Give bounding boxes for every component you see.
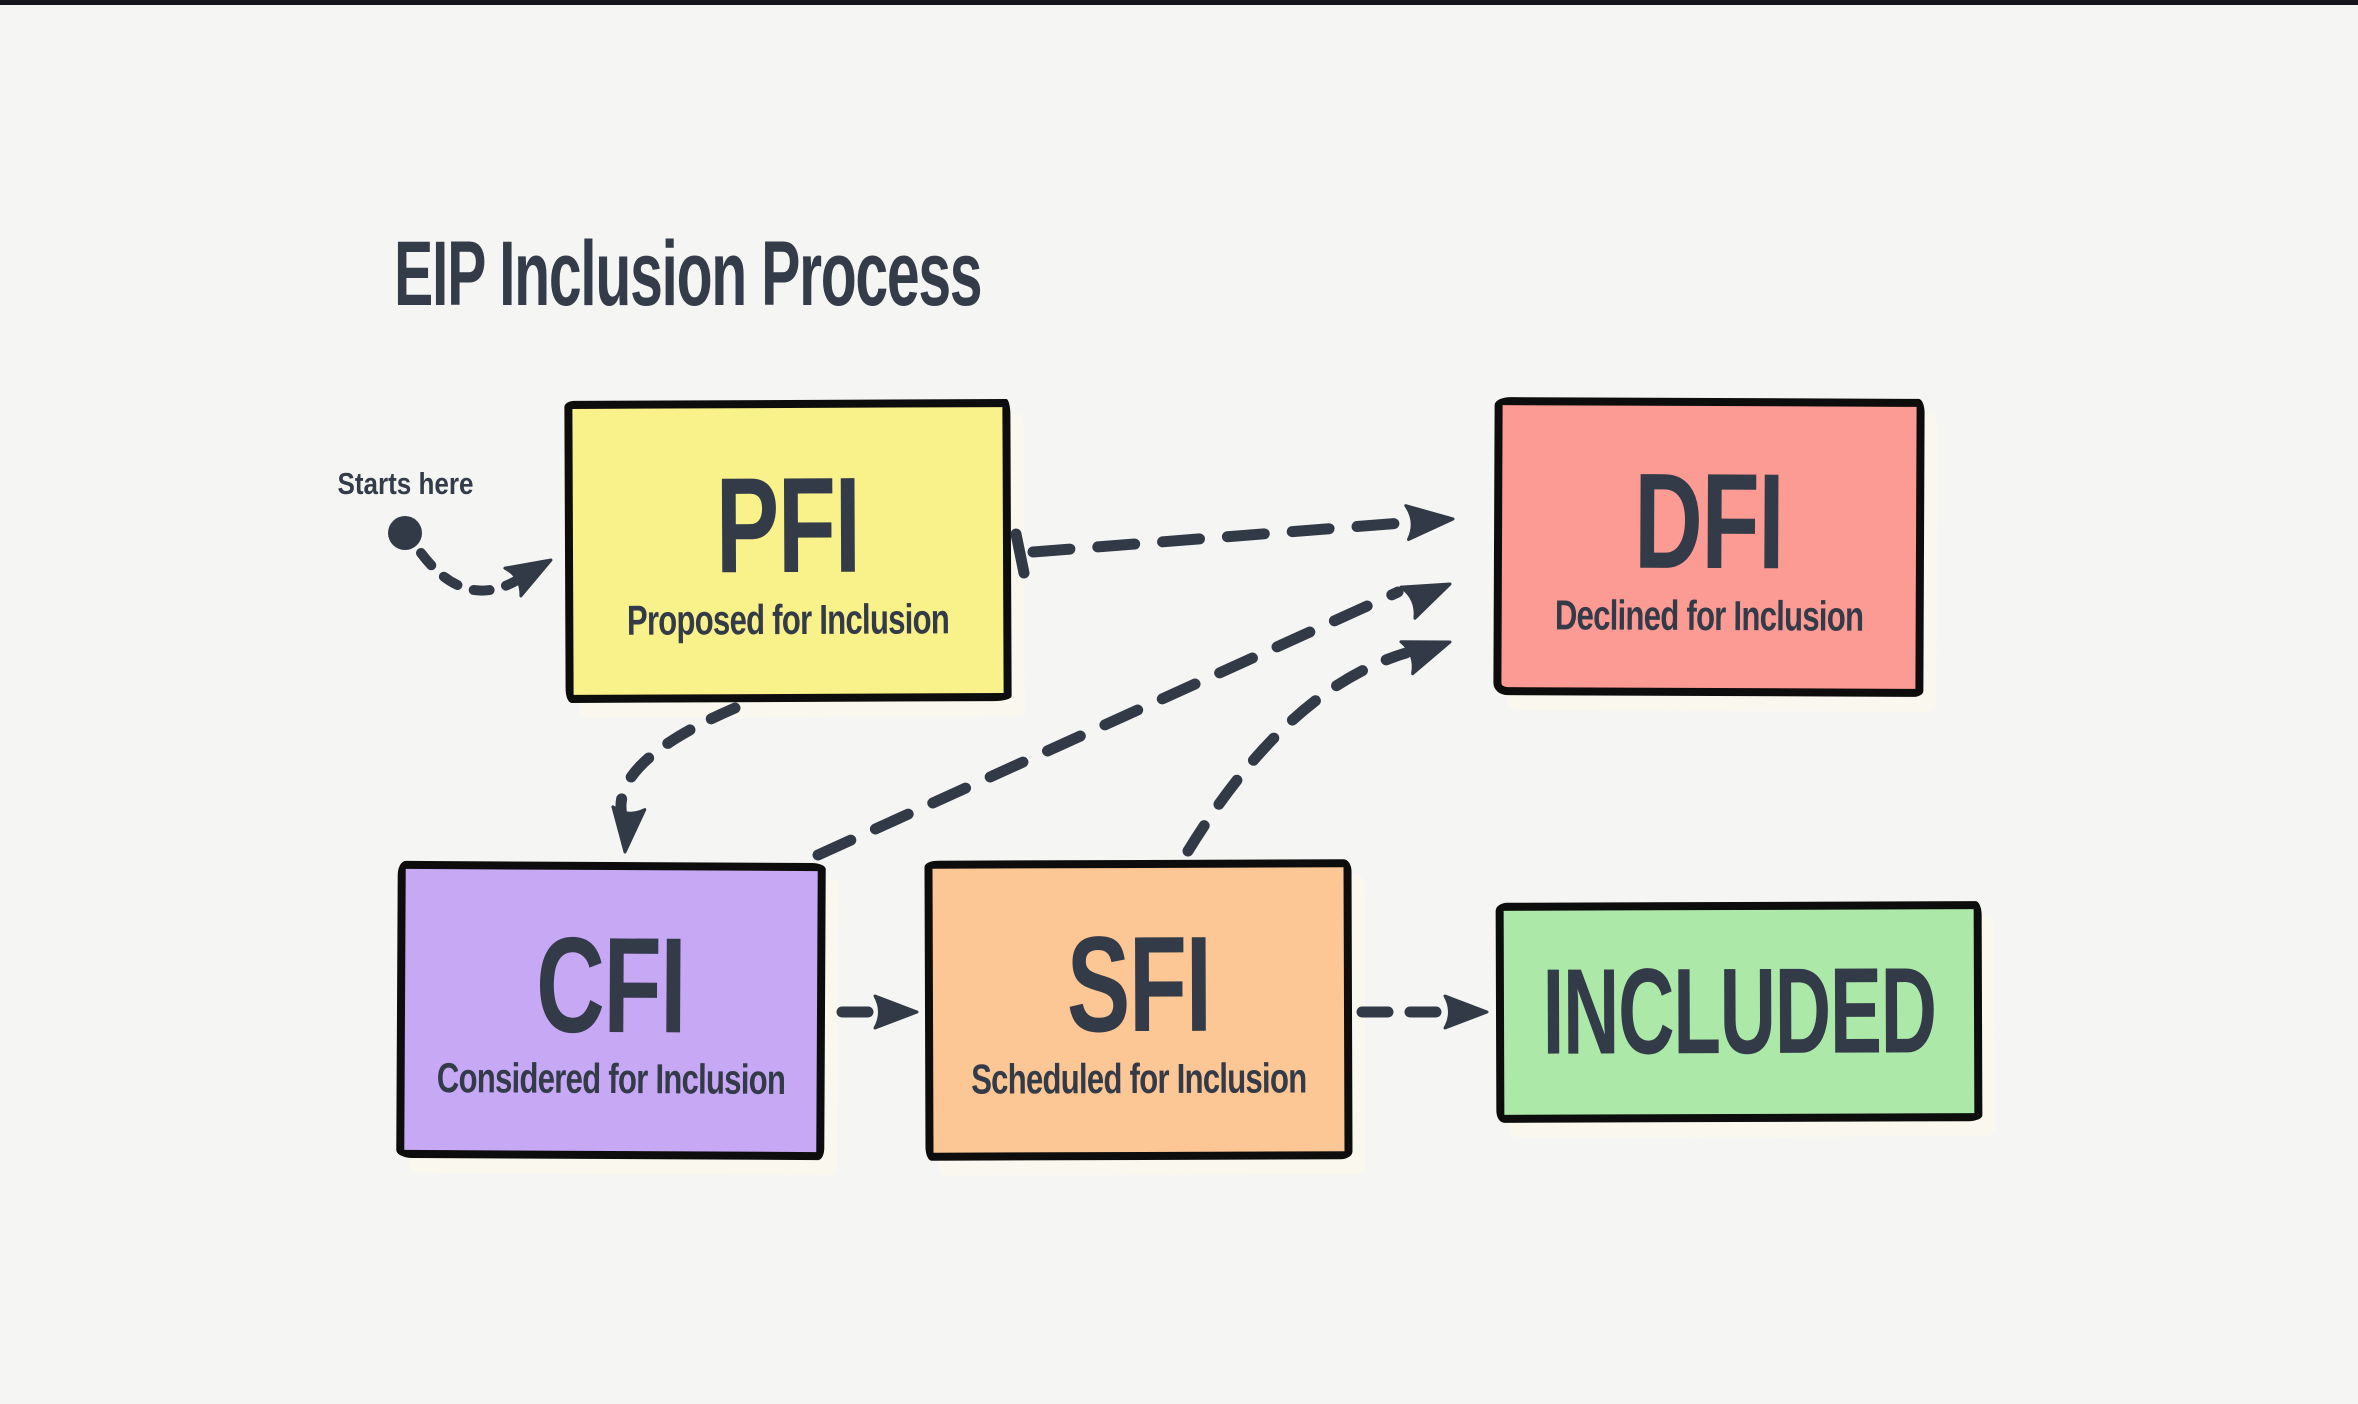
node-pfi: PFI Proposed for Inclusion xyxy=(564,399,1012,703)
edge-sfi-included xyxy=(1356,994,1489,1030)
node-cfi-subtitle: Considered for Inclusion xyxy=(436,1054,785,1104)
edge-sfi-dfi xyxy=(1182,640,1452,857)
node-pfi-acronym: PFI xyxy=(715,449,861,602)
node-included-acronym: INCLUDED xyxy=(1542,942,1936,1080)
node-included: INCLUDED xyxy=(1495,901,1983,1123)
node-sfi-subtitle: Scheduled for Inclusion xyxy=(971,1054,1307,1103)
diagram-title: EIP Inclusion Process xyxy=(394,223,983,325)
node-sfi-acronym: SFI xyxy=(1066,908,1211,1061)
edge-pfi-cfi xyxy=(611,702,741,854)
edge-start-pfi xyxy=(388,516,553,598)
node-dfi: DFI Declined for Inclusion xyxy=(1493,397,1925,697)
node-cfi-acronym: CFI xyxy=(536,908,687,1062)
node-pfi-subtitle: Proposed for Inclusion xyxy=(627,594,950,644)
top-edge-bar xyxy=(0,0,2358,5)
node-sfi: SFI Scheduled for Inclusion xyxy=(924,859,1353,1161)
node-dfi-subtitle: Declined for Inclusion xyxy=(1554,590,1864,640)
edge-pfi-dfi xyxy=(1010,504,1455,579)
edge-cfi-sfi xyxy=(836,994,919,1030)
start-dot xyxy=(388,516,422,550)
node-dfi-acronym: DFI xyxy=(1634,445,1785,598)
start-here-label: Starts here xyxy=(337,466,474,501)
node-cfi: CFI Considered for Inclusion xyxy=(396,860,826,1161)
